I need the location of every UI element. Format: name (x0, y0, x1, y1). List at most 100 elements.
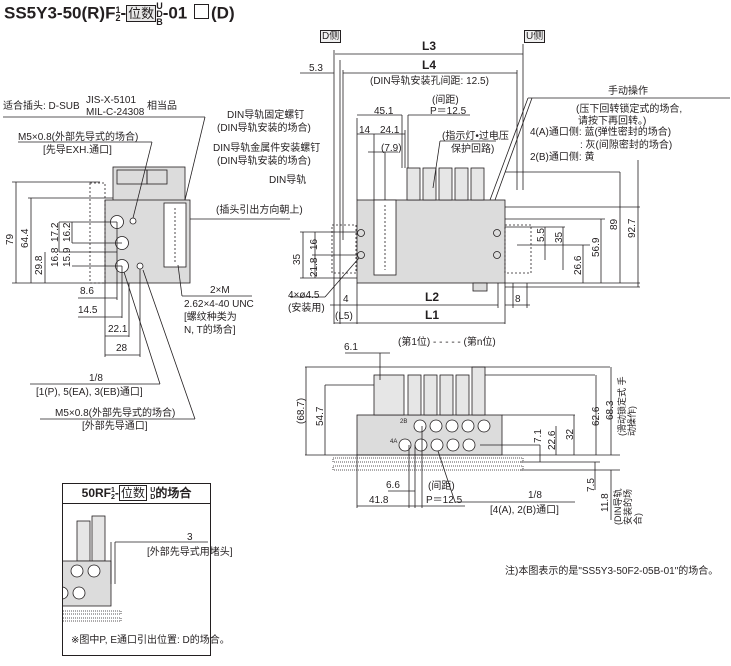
label-2b: 2B (400, 419, 408, 425)
dim-l5: (L5) (335, 311, 353, 322)
pitch-label: (间距) (432, 95, 459, 106)
dim-l1: L1 (425, 308, 440, 322)
equivalent-label: 相当品 (147, 101, 177, 112)
side-view (3, 116, 290, 420)
din-rail (332, 457, 524, 463)
thread-count: 2×M (210, 285, 230, 296)
valve (406, 167, 421, 201)
dsub-connector (163, 202, 187, 268)
plan-view (305, 352, 620, 520)
inset-prefix: 50RF (81, 486, 111, 500)
inset-plug-note: [外部先导式用堵头] (147, 547, 233, 558)
dim-28: 28 (116, 343, 128, 354)
port2-yellow: 2(B)通口侧: 黄 (530, 152, 595, 163)
slide-lock-note: (滑动锁定式 手动操作) (617, 376, 637, 437)
dim-17-2: 17.2 (50, 222, 61, 242)
dim-l4: L4 (422, 58, 437, 72)
dim-6-6: 6.6 (386, 480, 400, 491)
frac-top: 1 (115, 5, 121, 15)
port-desc-p-ea-eb: [1(P), 5(EA), 3(EB)通口] (36, 387, 143, 398)
inset-drawing (63, 515, 208, 622)
port4-blue: 4(A)通口侧: 蓝(弹性密封的场合) (530, 127, 672, 138)
mount-hole (493, 251, 501, 259)
jis-standard: JIS-X-5101 (86, 95, 137, 106)
thread-spec: 2.62×4-40 UNC (184, 299, 254, 310)
stack-b: B (156, 17, 163, 27)
din-rail-left (331, 224, 357, 274)
dim-16-8: 16.8 (50, 247, 61, 267)
dim-15-9: 15.9 (62, 247, 73, 267)
dim-41-8: 41.8 (369, 495, 389, 506)
mount-hole (357, 229, 365, 237)
dim-24-1: 24.1 (380, 125, 400, 136)
stack-d: D (156, 9, 163, 19)
dim-5-3: 5.3 (309, 63, 323, 74)
inset-base (63, 560, 112, 607)
dim-14: 14 (359, 125, 371, 136)
thread-note-2: N, T的场合] (184, 325, 236, 336)
din-rail-outline (89, 182, 106, 284)
dim-45-1: 45.1 (374, 106, 394, 117)
plan-base (356, 414, 503, 456)
inset-valve (91, 515, 106, 562)
ext-pilot-port-desc: [外部先导通口] (82, 421, 148, 432)
dim-92-7: 92.7 (627, 218, 638, 238)
inset-boxed: 位数 (118, 485, 147, 501)
valve (471, 366, 486, 416)
inset-dim-3: 3 (187, 532, 193, 543)
stack-u: U (156, 1, 163, 11)
dim-14-5: 14.5 (78, 305, 98, 316)
dim-8: 8 (515, 294, 521, 305)
dim-16-2: 16.2 (62, 222, 73, 242)
title-boxed-stations: 位数 (126, 5, 157, 23)
b-ports (413, 419, 491, 433)
dim-68-7: (68.7) (296, 397, 307, 424)
option-box (194, 4, 209, 20)
din-mount-plan-note: (DIN导轨 安装的场合) (613, 488, 643, 526)
plan-end-block (373, 374, 405, 416)
mil-standard: MIL-C-24308 (86, 107, 145, 118)
dim-22-1: 22.1 (108, 324, 128, 335)
valve (423, 374, 438, 416)
ab-port-desc: [4(A), 2(B)通口] (490, 505, 559, 516)
din-pitch-note: (DIN导轨安装孔间距: 12.5) (370, 76, 489, 87)
valve (455, 374, 470, 416)
manual-title: 手动操作 (608, 86, 648, 97)
pilot-port (129, 217, 137, 225)
inset-frac-top: 1 (111, 486, 115, 494)
dim-64-4: 64.4 (20, 228, 31, 248)
dim-56-9: 56.9 (591, 237, 602, 257)
title-tail: (D) (211, 3, 235, 23)
side-housing-window (146, 169, 168, 185)
din-mount-note-2: (DIN导轨安装的场合) (217, 156, 311, 167)
title-suffix: -01 (162, 3, 188, 23)
valve (439, 374, 454, 416)
indicator-note-1: (指示灯•过电压 (442, 131, 509, 142)
dim-21-8: 21.8 (309, 257, 320, 277)
title-prefix: SS5Y3-50(R)F (4, 3, 116, 23)
din-bracket-screw: DIN导轨金属件安装螺钉 (213, 143, 321, 154)
din-rail-right (504, 224, 532, 274)
inset-stack-u: U (150, 486, 156, 494)
valve (438, 167, 453, 201)
din-fix-screw: DIN导轨固定螺钉 (227, 110, 305, 121)
mount-holes-use: (安装用) (288, 303, 325, 314)
manual-note-1: (压下回转锁定式的场合, (576, 104, 683, 115)
dim-89: 89 (609, 218, 620, 230)
dim-79: 79 (5, 233, 16, 245)
dim-8-6: 8.6 (80, 286, 94, 297)
din-rail-label: DIN导轨 (269, 175, 307, 186)
u-side-label: U侧 (524, 30, 546, 43)
dim-32: 32 (565, 428, 576, 440)
frac-bottom: 2 (115, 13, 121, 23)
valve (470, 167, 485, 201)
plan-pitch-value: P＝12.5 (426, 495, 463, 506)
d-side-label: D侧 (320, 30, 342, 43)
dim-4: 4 (343, 294, 349, 305)
